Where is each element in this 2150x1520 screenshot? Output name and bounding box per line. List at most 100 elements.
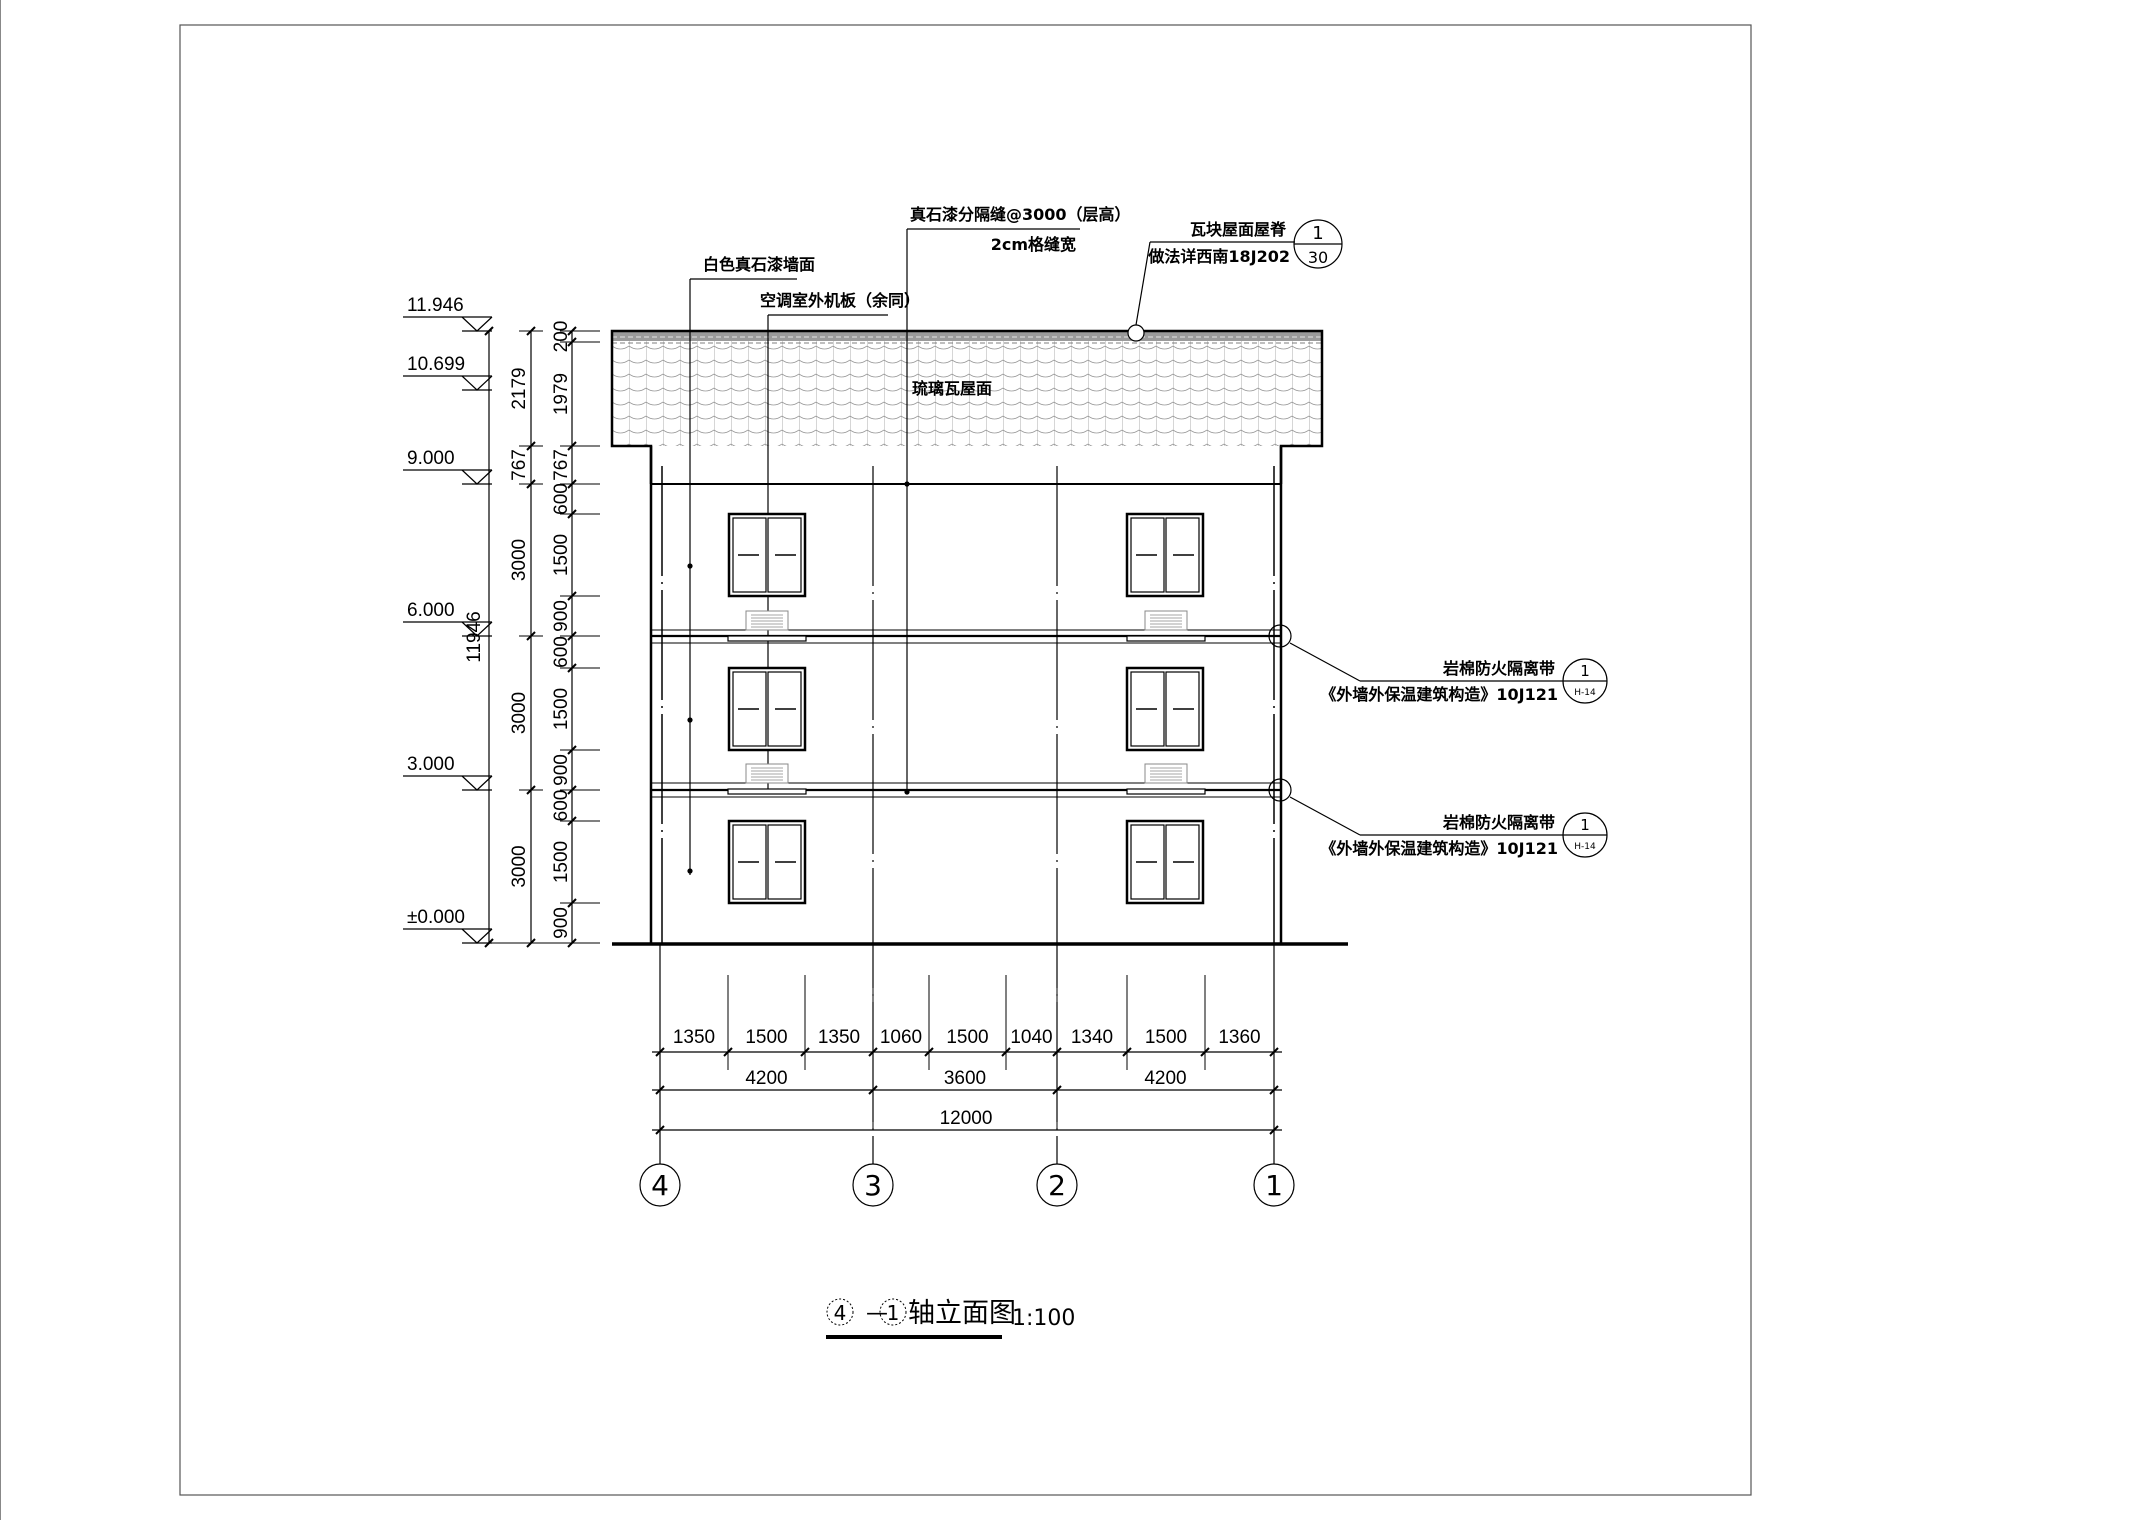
firebreak-1-ref-bottom: H-14 [1574, 688, 1596, 698]
firebreak-1-ref-top: 1 [1580, 662, 1590, 680]
dim-tick [1122, 1047, 1132, 1057]
window-sash-left [1130, 671, 1165, 747]
roof [610, 324, 1324, 484]
dim-tick [567, 441, 577, 451]
dim-detail-value: 1500 [745, 1027, 787, 1048]
dim-tick [567, 816, 577, 826]
firebreak-1-line1: 岩棉防火隔离带 [1442, 659, 1555, 678]
dim-inner-value: 767 [551, 449, 572, 481]
dim-tick [567, 479, 577, 489]
firebreak-2-ref-bottom: H-14 [1574, 842, 1596, 852]
dim-outer-value: 3000 [509, 692, 530, 734]
ac-unit-box [1144, 763, 1188, 784]
dim-tick [800, 1047, 810, 1057]
grid-bubble-circle [1253, 1163, 1295, 1207]
dim-tick [723, 1047, 733, 1057]
ac-unit-box [745, 763, 789, 784]
elevation-label: 9.000 [407, 448, 455, 469]
ridge-ref-bottom: 30 [1308, 248, 1328, 267]
joint-label: 真石漆分隔缝@3000（层高） [910, 205, 1131, 224]
elevation-triangle-icon [461, 928, 493, 944]
dim-inner-value: 1979 [551, 373, 572, 415]
dim-detail-value: 1500 [946, 1027, 988, 1048]
dim-tick [1269, 1047, 1279, 1057]
ridge-ref-top: 1 [1312, 223, 1323, 244]
dim-outer-value: 767 [509, 449, 530, 481]
grid-bubble-label: 1 [1265, 1169, 1283, 1202]
window [1125, 819, 1205, 905]
dim-detail-value: 1350 [818, 1027, 860, 1048]
dim-tick [567, 337, 577, 347]
dim-tick [655, 1047, 665, 1057]
elevation-marker: 10.699 [403, 354, 493, 391]
window-sash-left [1130, 824, 1165, 900]
window-sash-left [732, 517, 767, 593]
elevation-marker: 3.000 [403, 754, 493, 791]
drawing-title: 4 — 1 轴立面图 1:100 [826, 1298, 1075, 1339]
dim-tick [655, 1125, 665, 1135]
elevation-marker: 9.000 [403, 448, 493, 485]
title-axis-start-circle [826, 1298, 854, 1326]
ridge-spec-label: 做法详西南18J202 [1147, 247, 1290, 266]
dim-tick [526, 785, 536, 795]
window-sash-right [767, 671, 802, 747]
roof-ridge-band [612, 331, 1322, 341]
dim-tick [1052, 1085, 1062, 1095]
elevation-triangle-icon [461, 375, 493, 391]
ridge-label: 瓦块屋面屋脊 [1190, 220, 1287, 239]
wall-finish-label: 白色真石漆墙面 [703, 255, 815, 274]
dim-total-height: 11946 [464, 611, 485, 662]
window [727, 666, 807, 752]
firebreak-2-line2: 《外墙外保温建筑构造》10J121 [1320, 839, 1558, 858]
roof-label: 琉璃瓦屋面 [912, 379, 992, 398]
window-sash-right [1165, 517, 1200, 593]
dim-detail-value: 1500 [1145, 1027, 1187, 1048]
dim-tick [1269, 1085, 1279, 1095]
window-sash-right [1165, 671, 1200, 747]
dim-tick [1052, 1047, 1062, 1057]
window-sash-right [767, 517, 802, 593]
dim-tick [1269, 1125, 1279, 1135]
window-sash-left [732, 824, 767, 900]
dim-tick [526, 479, 536, 489]
drawing-scale: 1:100 [1012, 1306, 1075, 1331]
firebreak-1-line2: 《外墙外保温建筑构造》10J121 [1320, 685, 1558, 704]
dim-tick [567, 631, 577, 641]
dim-tick [567, 745, 577, 755]
vertical-dimensions: 1194621797673000300030002001979767600150… [464, 321, 600, 948]
elevation-triangle-icon [461, 469, 493, 485]
elevation-label: ±0.000 [407, 907, 465, 928]
ac-unit-box [1144, 610, 1188, 631]
window-sash-right [1165, 824, 1200, 900]
window [727, 819, 807, 905]
dim-tick [868, 1085, 878, 1095]
dim-outer-value: 3000 [509, 539, 530, 581]
title-axis-start: 4 [834, 1301, 847, 1325]
elevation-marker: 11.946 [403, 295, 493, 332]
dim-inner-value: 900 [551, 754, 572, 786]
dim-tick [655, 1085, 665, 1095]
firebreak-callout-2: 岩棉防火隔离带 《外墙外保温建筑构造》10J121 1 H-14 [1268, 778, 1608, 858]
window-sash-left [732, 671, 767, 747]
ac-board [1126, 788, 1206, 795]
dim-inner-value: 200 [551, 321, 572, 353]
grid-bubble-2: 2 [1036, 1163, 1078, 1207]
dim-tick [567, 326, 577, 336]
dim-inner-value: 600 [551, 790, 572, 822]
elevation-label: 10.699 [407, 354, 465, 375]
dim-inner-value: 600 [551, 483, 572, 515]
title-axis-end: 1 [887, 1301, 900, 1325]
grid-bubble-1: 1 [1253, 1163, 1295, 1207]
elevation-triangle-icon [461, 316, 493, 332]
ac-board [727, 788, 807, 795]
dim-detail-value: 1060 [880, 1027, 922, 1048]
ac-board [727, 635, 807, 642]
elevation-marker: ±0.000 [403, 907, 493, 944]
ac-unit-box [745, 610, 789, 631]
dim-tick [526, 631, 536, 641]
dim-tick [567, 898, 577, 908]
dim-tick [868, 1047, 878, 1057]
dim-tick [1001, 1047, 1011, 1057]
